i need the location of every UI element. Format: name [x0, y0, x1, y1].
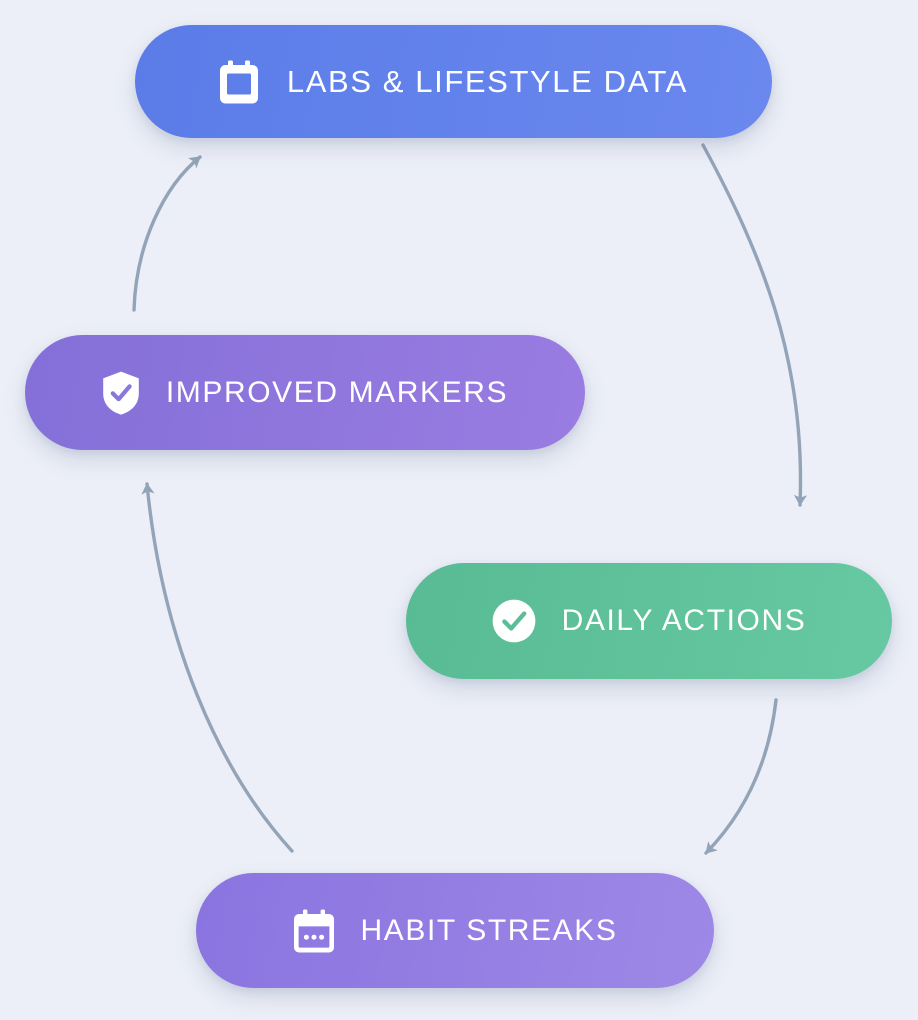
connector-labs-to-actions	[701, 143, 808, 507]
node-improved-markers[interactable]: IMPROVED MARKERS	[25, 335, 585, 450]
node-label: HABIT STREAKS	[360, 913, 618, 947]
node-content: HABIT STREAKS	[293, 909, 618, 953]
node-label: LABS & LIFESTYLE DATA	[286, 63, 689, 99]
node-daily-actions[interactable]: DAILY ACTIONS	[406, 563, 892, 679]
connector-actions-to-habit	[704, 698, 778, 855]
node-label: DAILY ACTIONS	[561, 604, 807, 637]
clipboard-icon	[219, 60, 259, 104]
node-content: DAILY ACTIONS	[492, 599, 807, 643]
calendar-icon	[293, 909, 335, 953]
shield-check-icon	[102, 371, 140, 415]
circle-check-icon	[492, 599, 536, 643]
node-label: IMPROVED MARKERS	[165, 375, 509, 409]
node-habit-streaks[interactable]: HABIT STREAKS	[196, 873, 714, 988]
node-content: IMPROVED MARKERS	[102, 371, 508, 415]
connector-habit-to-markers	[141, 482, 294, 853]
node-labs-lifestyle-data[interactable]: LABS & LIFESTYLE DATA	[135, 25, 772, 138]
node-content: LABS & LIFESTYLE DATA	[219, 60, 688, 104]
connector-markers-to-labs	[132, 155, 202, 312]
